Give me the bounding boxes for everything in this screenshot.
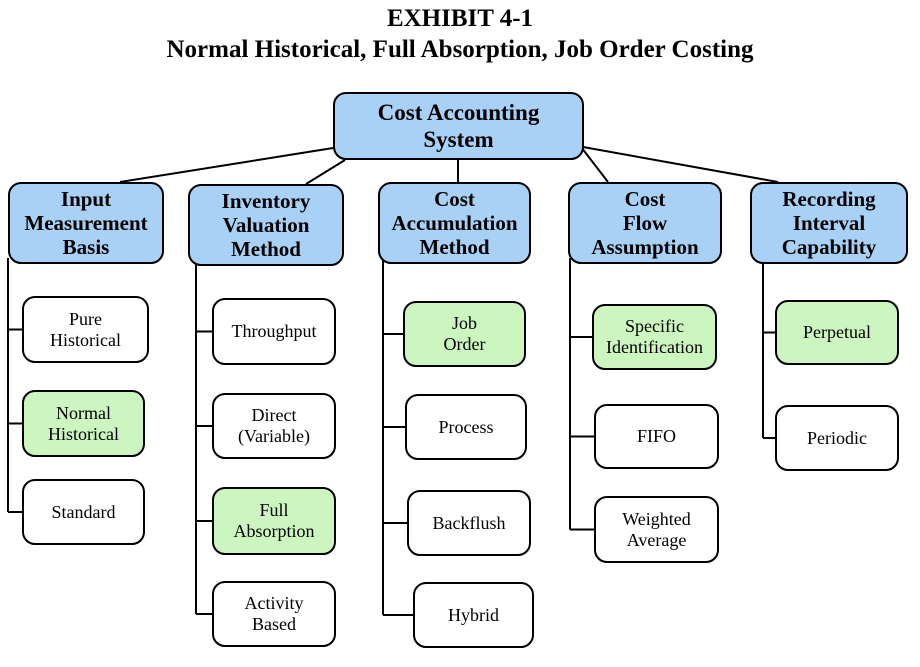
option-node-flow-1-line-1: FIFO [636,426,676,446]
option-node-input-1-line-2: Historical [48,423,119,444]
option-node-inventory-3-line-2: Based [252,614,296,634]
option-node-inventory-3-line-1: Activity [244,593,304,613]
option-node-accumulation-2: Backflush [407,490,531,556]
connector-root-to-inventory [305,159,346,185]
option-node-flow-0-line-1: Specific [625,316,684,336]
option-node-recording-0-line-1: Perpetual [803,322,871,342]
option-node-accumulation-1-line-1: Process [438,416,494,437]
option-node-accumulation-3: Hybrid [413,582,534,648]
option-node-inventory-0-line-1: Throughput [231,321,317,341]
exhibit-title: EXHIBIT 4-1 [386,5,534,32]
option-node-inventory-1: Direct(Variable) [212,393,336,459]
option-node-accumulation-2-line-1: Backflush [432,512,506,533]
option-node-input-1-line-1: Normal [56,402,111,423]
root-label-line-2: System [423,127,494,152]
option-node-input-2-line-1: Standard [51,501,116,522]
category-header-recording-line-3: Capability [781,235,877,259]
option-node-recording-1-line-1: Periodic [807,427,867,448]
root-label-line-1: Cost Accounting [377,100,540,125]
option-node-input-0-line-2: Historical [50,329,121,350]
root-node-cost-accounting-system: Cost Accounting System [333,92,584,160]
option-node-accumulation-0-line-2: Order [443,334,486,354]
category-header-accumulation-line-2: Accumulation [391,211,518,235]
option-node-flow-2-line-2: Average [626,529,687,550]
category-header-accumulation-line-1: Cost [434,187,475,211]
category-header-input-line-3: Basis [62,235,110,259]
connector-root-to-input [119,147,334,183]
category-header-recording-line-2: Interval [792,211,866,235]
option-node-inventory-1-line-1: Direct [251,405,297,425]
option-node-input-2: Standard [22,479,145,545]
option-node-accumulation-3-line-1: Hybrid [448,604,499,625]
option-node-inventory-2-line-2: Absorption [233,521,315,541]
option-node-recording-0: Perpetual [775,300,899,365]
option-node-recording-1: Periodic [775,405,899,471]
option-node-accumulation-0-line-1: Job [451,313,477,333]
option-node-inventory-0: Throughput [212,298,336,365]
category-header-inventory-line-3: Method [230,237,301,261]
category-header-inventory-line-2: Valuation [222,213,310,237]
option-node-flow-1: FIFO [594,404,719,469]
option-node-inventory-2-line-1: Full [259,500,289,520]
category-header-input-line-2: Measurement [24,211,148,235]
category-header-flow-line-2: Flow [622,211,668,235]
option-node-input-0-line-1: Pure [68,308,102,329]
category-header-recording-line-1: Recording [782,187,876,211]
category-header-input-line-1: Input [60,187,112,211]
option-node-flow-2-line-1: Weighted [622,508,691,529]
exhibit-subtitle: Normal Historical, Full Absorption, Job … [166,36,754,63]
option-node-flow-0-line-2: Identification [606,337,703,357]
category-header-flow-line-3: Assumption [591,235,699,259]
option-node-accumulation-1: Process [405,394,527,460]
category-header-accumulation-line-3: Method [419,235,490,259]
category-header-inventory-line-1: Inventory [221,189,311,213]
category-header-flow-line-1: Cost [624,187,666,211]
option-node-inventory-1-line-2: (Variable) [238,426,310,446]
connector-root-to-recording [582,146,779,183]
